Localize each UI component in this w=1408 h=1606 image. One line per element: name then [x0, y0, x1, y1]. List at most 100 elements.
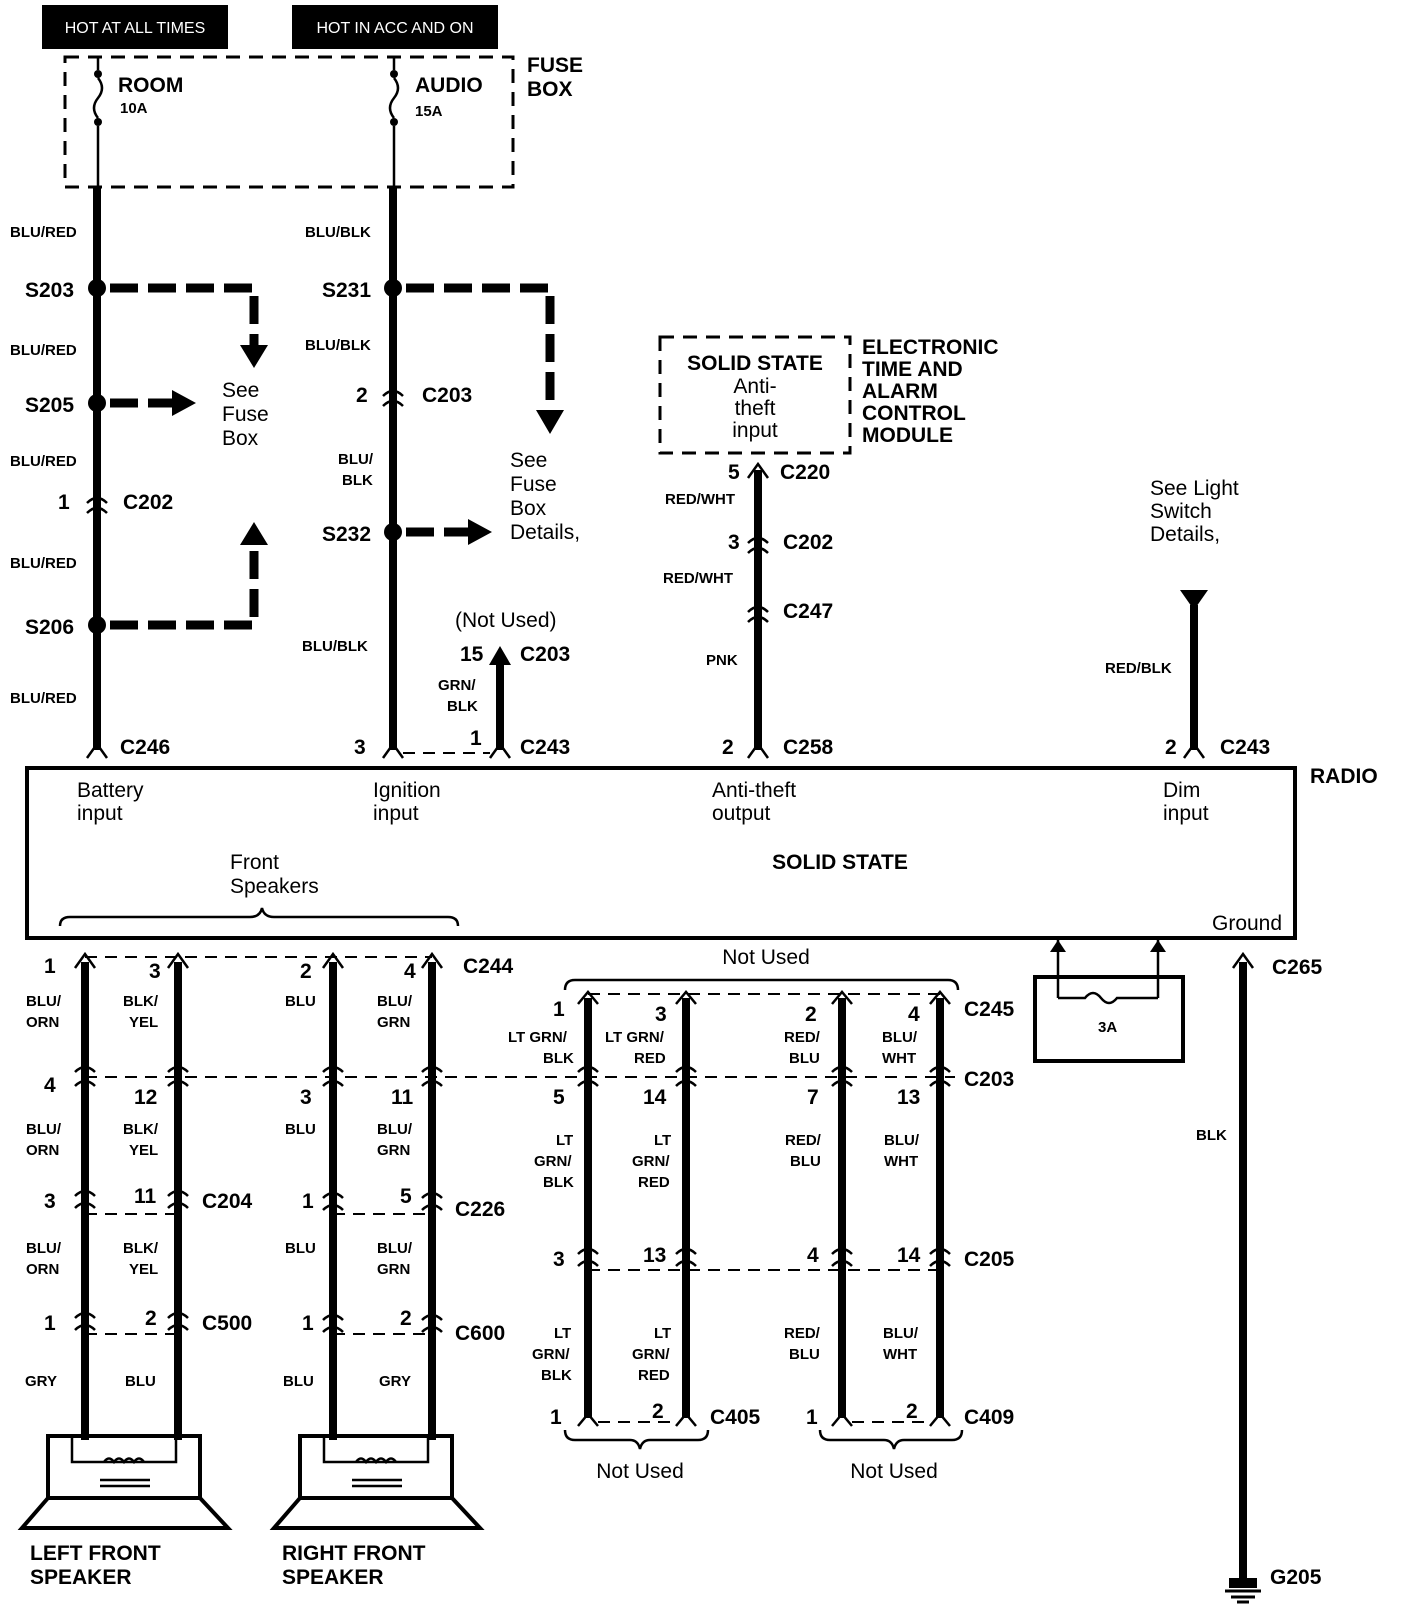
- rw-r1-w3a: RED/: [784, 1029, 821, 1046]
- splice-s203: [88, 279, 106, 297]
- fuse-box-title-1: FUSE: [527, 54, 583, 77]
- module-box-title: SOLID STATE: [687, 352, 823, 375]
- not-used-right-brace: [818, 1429, 964, 1450]
- see-fuse-box-2: Fuse: [222, 403, 269, 426]
- ignition-wire-color-4: BLU/BLK: [302, 638, 368, 655]
- not-used-top-brace: [563, 978, 960, 991]
- hot-at-all-times-tag: [42, 5, 228, 49]
- rw-r3-w3a: RED/: [784, 1325, 821, 1342]
- arrow-up-icon: [489, 646, 511, 665]
- c226-pin-a: 1: [302, 1190, 314, 1213]
- c244-pin-4: 4: [404, 960, 416, 983]
- c204-pin-a: 3: [44, 1190, 56, 1213]
- c258-label: C258: [783, 736, 834, 759]
- c243-connector-icon: [488, 741, 512, 759]
- room-fuse-rating: 10A: [120, 100, 148, 117]
- c226-pin-b: 5: [400, 1185, 412, 1208]
- splice-s205-label: S205: [25, 394, 74, 417]
- c205-pin-3: 4: [807, 1244, 819, 1267]
- module-name-4: CONTROL: [862, 402, 966, 425]
- c203-pin-a: 4: [44, 1074, 56, 1097]
- fw-r2-w4b: GRN: [377, 1142, 410, 1159]
- rw-r3-w1a: LT: [554, 1325, 571, 1342]
- front-speakers-brace: [58, 907, 460, 927]
- module-name-2: TIME AND: [862, 358, 963, 381]
- arrow-right-icon: [468, 519, 492, 545]
- rw-r3-w2b: GRN/: [632, 1346, 670, 1363]
- see-fuse-box-1: See: [222, 379, 259, 402]
- battery-wire-color-1: BLU/RED: [10, 224, 77, 241]
- rw-r3-w2a: LT: [654, 1325, 671, 1342]
- arrow-down-icon: [536, 410, 564, 434]
- fw-r1-w2b: YEL: [129, 1014, 158, 1031]
- fw-r2-w1b: ORN: [26, 1142, 59, 1159]
- radio-box: [25, 766, 1297, 940]
- c500-c600-connector-icons: [74, 1311, 443, 1333]
- c245-pin-1: 1: [553, 998, 565, 1021]
- not-used-conn-bottom: C243: [520, 736, 570, 759]
- fw-r3-w4a: BLU/: [377, 1240, 413, 1257]
- front-speaker-wires: [81, 962, 436, 1440]
- c203-pin: 2: [356, 384, 368, 407]
- internal-fuse-3a: [1033, 938, 1185, 1063]
- c203-connector-icon: [382, 389, 404, 397]
- c500-pin-a: 1: [44, 1312, 56, 1335]
- ignition-input-2: input: [373, 802, 419, 825]
- see-fuse-box-3: Box: [222, 427, 259, 450]
- see-fuse-box-details-2: Fuse: [510, 473, 557, 496]
- right-speaker-label-1: RIGHT FRONT: [282, 1542, 426, 1565]
- fuse-box-title-2: BOX: [527, 78, 573, 101]
- rw-r1-w1a: LT GRN/: [508, 1029, 568, 1046]
- fw-r1-w4b: GRN: [377, 1014, 410, 1031]
- not-used-pin-top: 15: [460, 643, 484, 666]
- c203-pin-c: 3: [300, 1086, 312, 1109]
- splice-s231: [384, 279, 402, 297]
- front-speakers-1: Front: [230, 851, 279, 874]
- c246-label: C246: [120, 736, 170, 759]
- fw-r3-w2a: BLK/: [123, 1240, 159, 1257]
- not-used-conn-top: C203: [520, 643, 570, 666]
- fw-r4-w1: GRY: [25, 1373, 57, 1390]
- ignition-wire-color-1: BLU/BLK: [305, 224, 371, 241]
- dim-input-1: Dim: [1163, 779, 1200, 802]
- audio-fuse-rating: 15A: [415, 103, 443, 120]
- c226-label: C226: [455, 1198, 505, 1221]
- c202-connector-icon: [86, 496, 108, 504]
- c244-pin-1: 1: [44, 955, 56, 978]
- c202-pin-antitheft: 3: [728, 531, 740, 554]
- dim-pin: 2: [1165, 736, 1177, 759]
- audio-fuse-label: AUDIO: [415, 74, 483, 97]
- battery-wire-color-3: BLU/RED: [10, 453, 77, 470]
- see-fuse-box-details-1: See: [510, 449, 547, 472]
- ignition-wire-color-3a: BLU/: [338, 451, 374, 468]
- module-box-line2: theft: [735, 397, 776, 420]
- fw-r2-w3a: BLU: [285, 1121, 316, 1138]
- fw-r4-w3: BLU: [283, 1373, 314, 1390]
- module-name-5: MODULE: [862, 424, 953, 447]
- rw-r3-w2c: RED: [638, 1367, 670, 1384]
- module-name-1: ELECTRONIC: [862, 336, 999, 359]
- not-used-left: Not Used: [596, 1460, 684, 1483]
- antitheft-output-2: output: [712, 802, 771, 825]
- c203-connector-icons: [74, 1065, 443, 1087]
- module-name-3: ALARM: [862, 380, 938, 403]
- fw-r3-w2b: YEL: [129, 1261, 158, 1278]
- rw-r1-w3b: BLU: [789, 1050, 820, 1067]
- fuse-box-outline: [63, 55, 515, 189]
- rw-r3-w1c: BLK: [541, 1367, 572, 1384]
- c204-pin-b: 11: [134, 1185, 157, 1208]
- dim-input-2: input: [1163, 802, 1209, 825]
- c202-pin: 1: [58, 491, 70, 514]
- c500-label: C500: [202, 1312, 252, 1335]
- battery-wire-color-4: BLU/RED: [10, 555, 77, 572]
- fw-r3-w1a: BLU/: [26, 1240, 62, 1257]
- c245-pin-4: 4: [908, 1003, 920, 1026]
- splice-s232: [384, 523, 402, 541]
- fw-r2-w2b: YEL: [129, 1142, 158, 1159]
- c245-label: C245: [964, 998, 1015, 1021]
- c204-label: C204: [202, 1190, 253, 1213]
- splice-s232-label: S232: [322, 523, 371, 546]
- c405-label: C405: [710, 1406, 761, 1429]
- rw-r3-w4a: BLU/: [883, 1325, 919, 1342]
- c203-pin-d: 11: [391, 1086, 414, 1109]
